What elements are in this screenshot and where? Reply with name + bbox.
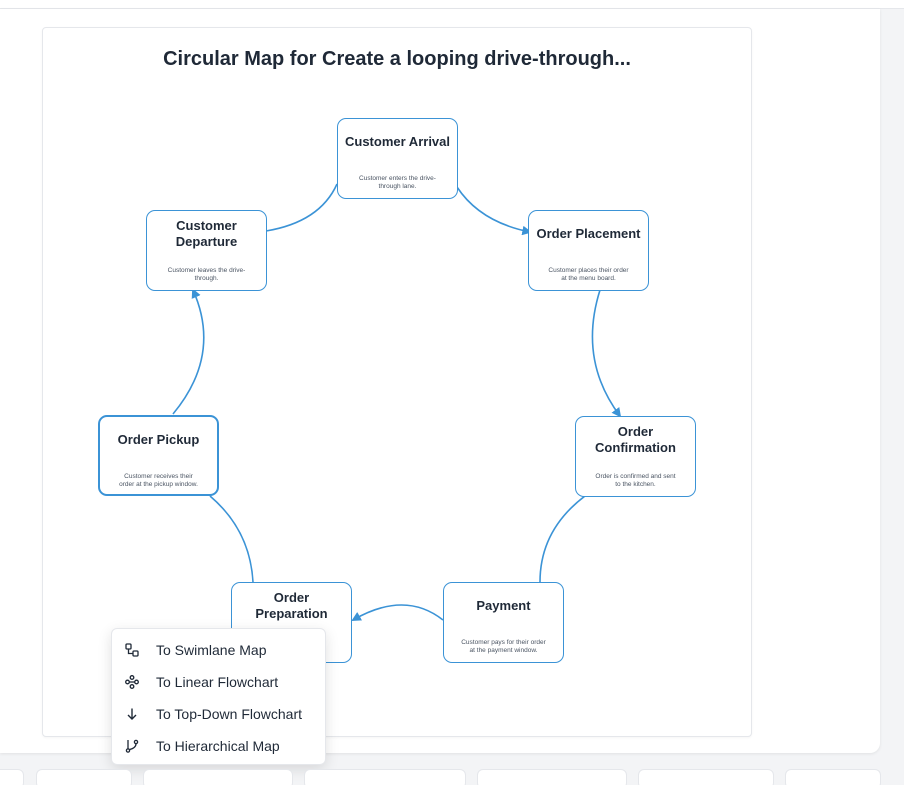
linear-flow-icon [124,674,140,690]
diagram-title: Circular Map for Create a looping drive-… [163,48,631,70]
node-order-placement[interactable]: Order Placement Customer places their or… [528,210,649,291]
node-title: Order Placement [536,226,641,241]
toolbar-button[interactable] [143,769,293,785]
toolbar-button[interactable] [638,769,774,785]
node-title: Order Preparation [255,590,328,621]
menu-item-label: To Hierarchical Map [156,738,280,754]
bottom-toolbar [0,769,904,785]
top-bar [0,0,904,9]
arrow-down-icon [124,706,140,722]
toolbar-button[interactable] [477,769,627,785]
node-title: Customer Departure [175,218,238,249]
menu-item-label: To Top-Down Flowchart [156,706,303,722]
swimlane-icon [124,642,140,658]
node-customer-arrival[interactable]: Customer Arrival Customer enters the dri… [337,118,458,199]
convert-layout-menu: To Swimlane Map To Linear Flowchart To T… [111,628,326,765]
menu-item-label: To Linear Flowchart [156,674,279,690]
node-title: Order Confirmation [595,424,676,455]
menu-item-top-down-flowchart[interactable]: To Top-Down Flowchart [112,698,325,730]
menu-item-hierarchical-map[interactable]: To Hierarchical Map [112,730,325,762]
node-title: Order Pickup [117,432,200,447]
node-description: Customer places their order at the menu … [548,267,629,282]
node-order-pickup[interactable]: Order Pickup Customer receives their ord… [98,415,219,496]
node-description: Customer pays for their order at the pay… [461,639,546,654]
toolbar-button[interactable] [785,769,881,785]
node-payment[interactable]: Payment Customer pays for their order at… [443,582,564,663]
node-description: Order is confirmed and sent to the kitch… [595,473,676,488]
branch-icon [124,738,140,754]
node-description: Customer receives their order at the pic… [119,473,198,488]
node-description: Customer enters the drive-through lane. [359,175,436,190]
menu-item-swimlane[interactable]: To Swimlane Map [112,634,325,666]
node-title: Customer Arrival [345,134,450,149]
node-customer-departure[interactable]: Customer Departure Customer leaves the d… [146,210,267,291]
toolbar-button[interactable] [0,769,24,785]
toolbar-button[interactable] [304,769,466,785]
toolbar-button[interactable] [36,769,132,785]
menu-item-linear-flowchart[interactable]: To Linear Flowchart [112,666,325,698]
node-order-confirmation[interactable]: Order Confirmation Order is confirmed an… [575,416,696,497]
node-title: Payment [476,598,531,613]
node-description: Customer leaves the drive-through. [167,267,246,282]
menu-item-label: To Swimlane Map [156,642,267,658]
